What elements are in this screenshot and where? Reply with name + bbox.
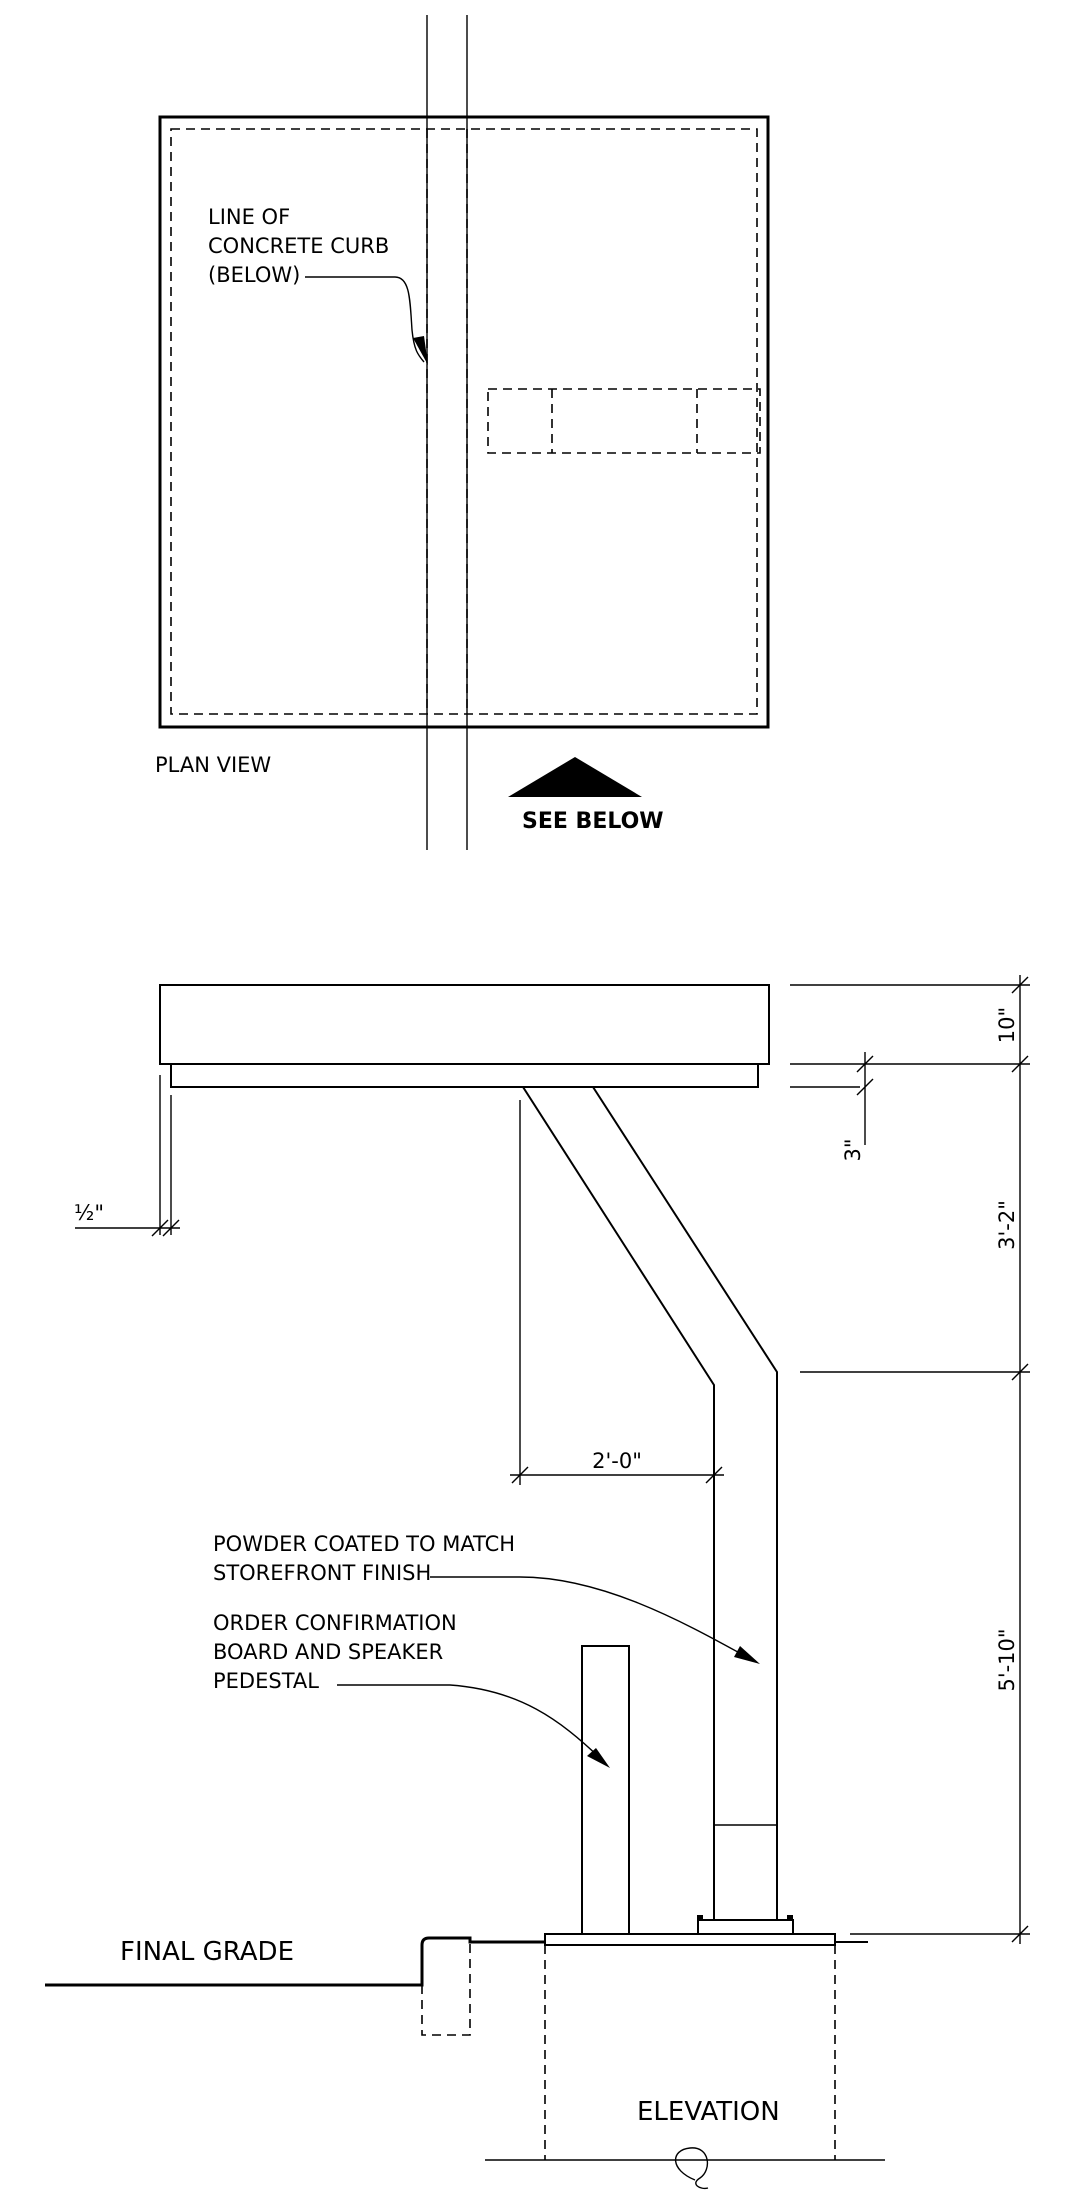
tick-grade (1011, 1925, 1029, 1943)
dim-offset: 2'-0" (592, 1449, 642, 1473)
curb-note-line-2: CONCRETE CURB (208, 234, 389, 258)
speaker-pedestal (581, 1645, 630, 1935)
concrete-pad (544, 1933, 836, 1946)
pedestal-leader-line (337, 1684, 601, 1759)
final-grade-line (45, 1936, 545, 1987)
break-symbol-icon (674, 2147, 709, 2190)
dim-lower-height: 5'-10" (995, 1628, 1019, 1691)
plan-view-title: PLAN VIEW (155, 753, 271, 777)
tick-soffit (1011, 1055, 1029, 1073)
pedestal-note-line-2: BOARD AND SPEAKER (213, 1640, 443, 1664)
plan-view: LINE OF CONCRETE CURB (BELOW) PLAN VIEW … (155, 15, 770, 850)
support-arm-dashed (487, 388, 761, 454)
curb-note-line-3: (BELOW) (208, 263, 300, 287)
dim-canopy-thickness: 10" (995, 1007, 1019, 1043)
canopy-soffit (170, 1063, 759, 1088)
powder-note-line-2: STOREFRONT FINISH (213, 1561, 431, 1585)
tick-soffit-bottom (856, 1078, 874, 1096)
dim-edge-reveal: ½" (74, 1201, 104, 1225)
curb-leader-line (305, 276, 425, 363)
curb-footing-dashed (421, 1942, 471, 2036)
curb-leader-arrow-icon (413, 336, 428, 365)
anchor-bolt-left (697, 1915, 703, 1921)
tick-bend (1011, 1363, 1029, 1381)
elevation-view: FINAL GRADE ELEVATION POWDER COATED TO M… (45, 975, 1030, 2190)
final-grade-label: FINAL GRADE (120, 1937, 294, 1967)
pedestal-note-line-1: ORDER CONFIRMATION (213, 1611, 457, 1635)
canopy-inner-dashed (170, 128, 758, 715)
dim-upper-height: 3'-2" (995, 1200, 1019, 1250)
anchor-bolt-right (787, 1915, 793, 1921)
support-arm-left-edge (522, 1086, 715, 1920)
offset-dimension: 2'-0" (510, 1100, 724, 1485)
tick-offset-right (705, 1466, 723, 1484)
view-direction-arrow-icon (508, 757, 642, 797)
pedestal-leader-arrow-icon (587, 1748, 610, 1768)
see-below-label: SEE BELOW (522, 809, 664, 834)
tick-offset-left (511, 1466, 529, 1484)
pedestal-note-line-3: PEDESTAL (213, 1669, 319, 1693)
tick-top (1011, 976, 1029, 994)
vertical-dimensions: 10" 3" 3'-2" 5'-10" (790, 975, 1030, 1944)
edge-reveal-dimension: ½" (74, 1075, 180, 1237)
curb-note-line-1: LINE OF (208, 205, 290, 229)
canopy-outline (158, 115, 770, 729)
dim-soffit-gap: 3" (841, 1138, 865, 1161)
tick-reveal-left (151, 1219, 169, 1237)
support-base-plate (697, 1919, 794, 1935)
tick-soffit-top (856, 1055, 874, 1073)
powder-leader-line (430, 1576, 746, 1657)
canopy-fascia (159, 984, 770, 1065)
tick-reveal-right (162, 1219, 180, 1237)
support-arm-right-edge (592, 1086, 778, 1920)
powder-leader-arrow-icon (734, 1646, 760, 1664)
elevation-title: ELEVATION (637, 2097, 780, 2127)
powder-note-line-1: POWDER COATED TO MATCH (213, 1532, 515, 1556)
